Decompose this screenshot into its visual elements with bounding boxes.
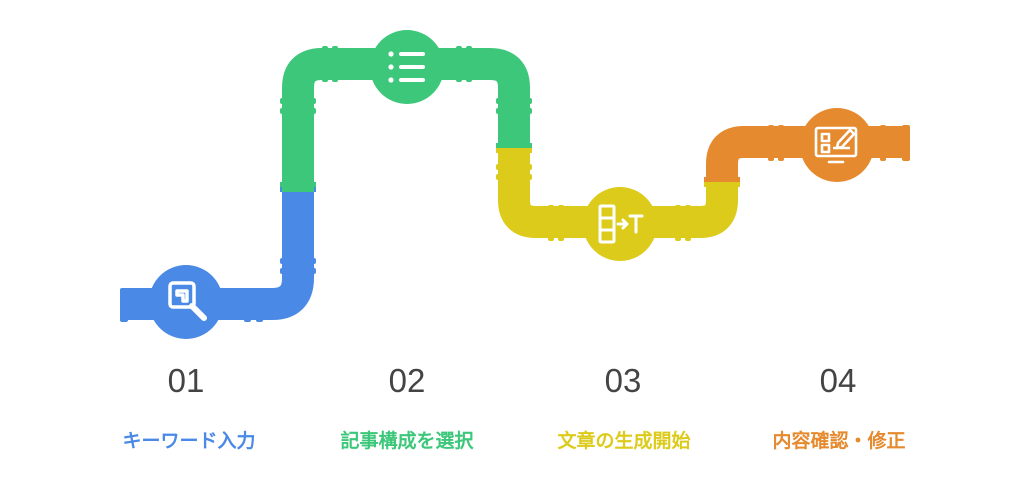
step-01-node (149, 265, 223, 339)
step-02-label: 記事構成を選択 (340, 430, 474, 452)
step-03-number: 03 (604, 362, 642, 399)
step-02-node (370, 30, 444, 104)
text-generate-icon (598, 204, 644, 244)
monitor-edit-icon (814, 126, 858, 164)
step-02-number: 02 (388, 362, 426, 399)
step-01-number: 01 (167, 362, 205, 399)
step-04-node (800, 108, 874, 182)
step-01-label: キーワード入力 (122, 430, 256, 452)
magnifier-keyword-icon (168, 281, 207, 321)
pipe-segment-orange (704, 125, 910, 182)
step-03-label: 文章の生成開始 (557, 430, 691, 452)
step-04-number: 04 (819, 362, 857, 399)
step-04-label: 内容確認・修正 (772, 430, 906, 452)
step-03-node (583, 187, 657, 261)
list-outline-icon (388, 51, 425, 83)
